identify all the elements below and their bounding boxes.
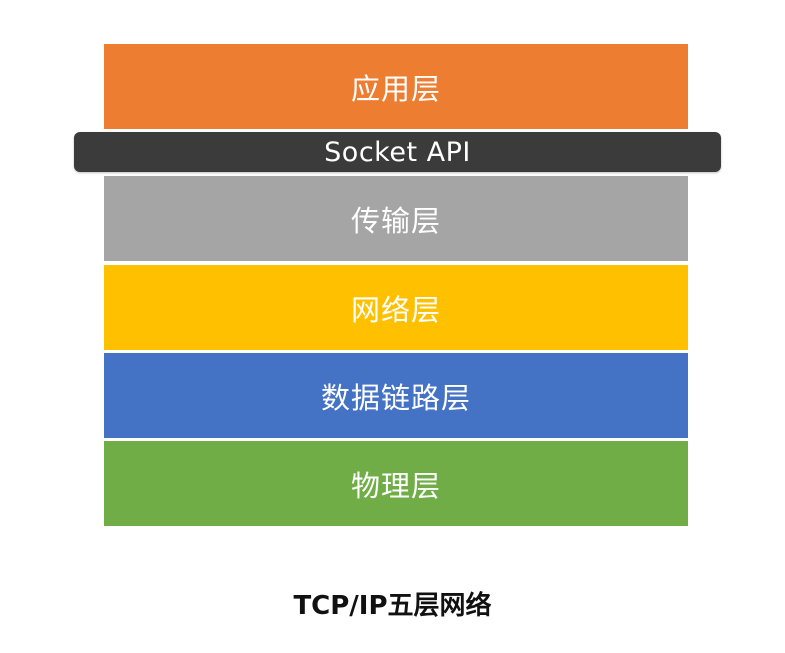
physical-layer-label: 物理层 [350,468,441,503]
physical-layer-block: 物理层 [104,441,688,526]
socket-api-label: Socket API [324,136,471,168]
data-link-layer-block: 数据链路层 [104,353,688,438]
transport-layer-block: 传输层 [104,176,688,261]
network-layer-label: 网络层 [350,292,441,327]
application-layer-block: 应用层 [104,44,688,129]
data-link-layer-label: 数据链路层 [320,380,471,415]
diagram-caption: TCP/IP五层网络 [293,591,492,621]
transport-layer-label: 传输层 [350,203,441,238]
application-layer-label: 应用层 [350,71,441,106]
network-layer-block: 网络层 [104,265,688,350]
socket-api-bar: Socket API [74,132,721,172]
